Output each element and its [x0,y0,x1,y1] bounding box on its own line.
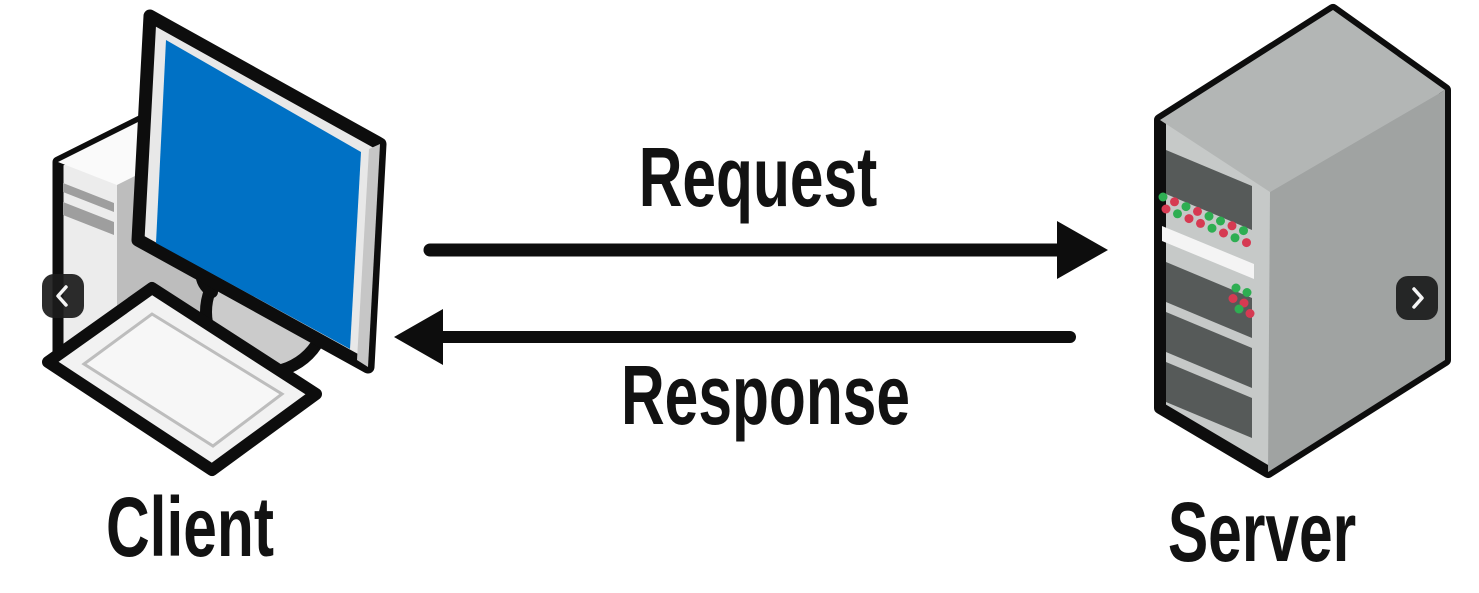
client-computer-graphic [42,9,387,476]
server-side-face [1268,90,1445,472]
led-light [1239,226,1248,236]
led-light [1170,197,1179,207]
client-monitor [131,9,387,374]
client-keyboard [42,282,322,476]
led-light [1181,202,1191,212]
led-light [1184,214,1194,224]
server-label: Server [1167,485,1357,579]
server-led-cluster [1228,283,1255,318]
request-arrow [423,221,1108,279]
server-tower-graphic [1154,4,1451,478]
server-slot [1166,262,1252,338]
response-label: Response [621,348,911,442]
led-light [1230,233,1240,243]
led-light [1227,221,1237,231]
led-light [1193,206,1202,216]
monitor-bezel-shade [357,144,380,367]
led-light [1216,216,1225,226]
client-label: Client [105,480,275,574]
led-light [1173,209,1182,219]
chevron-left-icon [56,285,68,307]
server-stripe [1162,226,1254,279]
led-light [1158,192,1168,202]
server-slot [1166,150,1252,230]
response-arrow-head [394,309,443,365]
led-light [1242,288,1252,297]
keyboard-inner [81,312,285,448]
tower-stripe [63,202,114,235]
server-led-cluster [1158,192,1251,248]
led-light [1234,304,1244,314]
request-label: Request [638,130,878,224]
carousel-prev-button[interactable] [42,274,84,318]
led-light [1242,238,1251,248]
led-light [1228,294,1238,303]
server-top-face [1160,10,1445,192]
monitor-screen [156,40,361,349]
led-light [1207,223,1217,233]
server-slot [1166,312,1252,388]
server-slot [1166,362,1252,438]
led-light [1245,309,1255,318]
led-light [1161,204,1171,214]
chevron-right-icon [1412,287,1424,309]
request-arrow-head [1057,221,1108,279]
led-light [1196,218,1205,228]
led-light [1219,228,1228,238]
carousel-next-button[interactable] [1396,276,1438,320]
led-light [1239,298,1249,308]
response-arrow [394,309,1076,365]
tower-stripe [63,183,114,212]
led-light [1204,211,1214,221]
led-light [1231,283,1241,293]
